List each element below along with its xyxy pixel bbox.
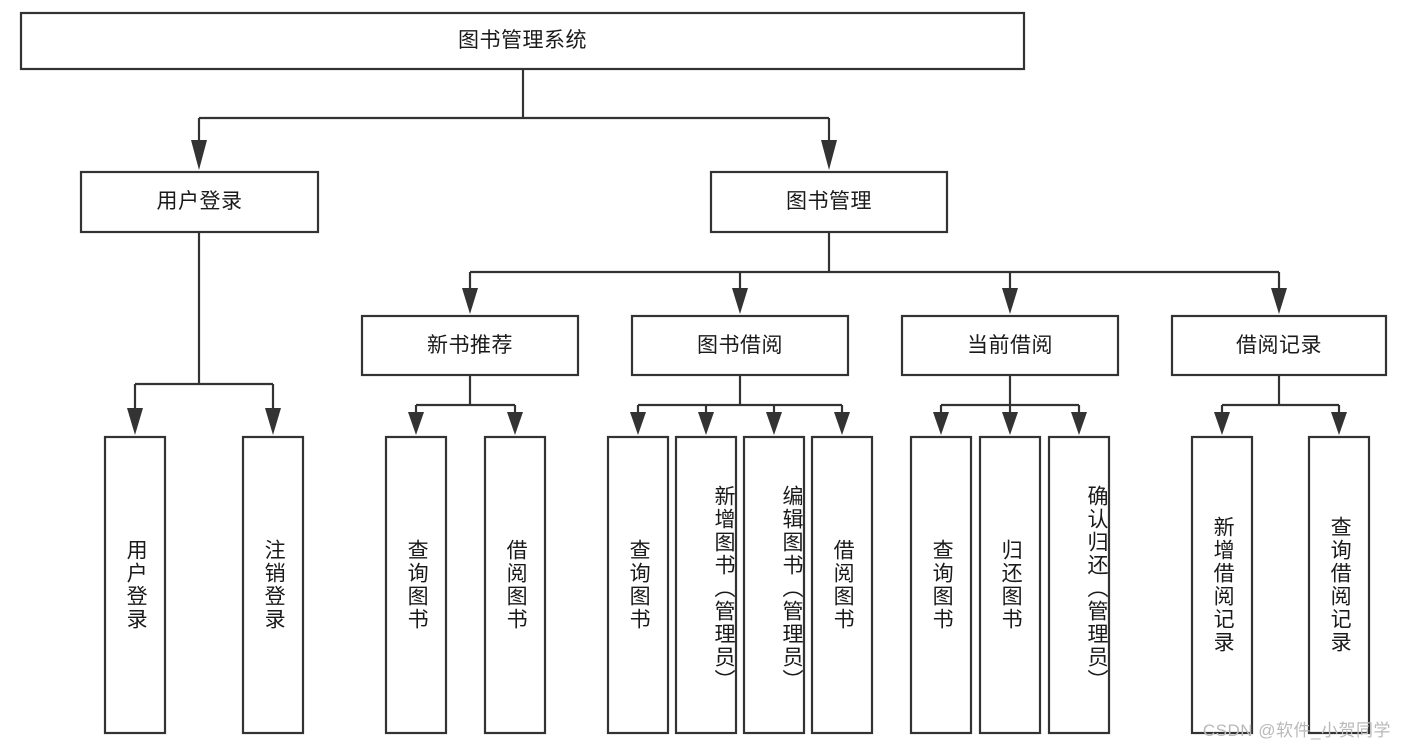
node-box-user-login[interactable] [79, 170, 320, 234]
node-box-leaf-new-book-2[interactable] [483, 435, 547, 735]
node-box-borrow-record[interactable] [1170, 314, 1388, 377]
arrow-head-leaf-user-login-1 [127, 408, 143, 435]
node-box-book-manage[interactable] [709, 170, 949, 234]
arrow-head-leaf-book-borrow-3 [766, 412, 782, 435]
node-box-leaf-user-login-2[interactable] [241, 435, 305, 735]
arrow-head-book-borrow [732, 288, 748, 314]
node-box-leaf-book-borrow-1[interactable] [606, 435, 670, 735]
node-box-leaf-book-borrow-2[interactable] [674, 435, 738, 735]
arrow-head-borrow-record [1271, 288, 1287, 314]
arrow-head-current-borrow [1002, 288, 1018, 314]
node-box-root[interactable] [19, 11, 1026, 71]
arrow-head-leaf-current-borrow-1 [933, 412, 949, 435]
node-box-leaf-current-borrow-3[interactable] [1047, 435, 1111, 735]
csdn-watermark: CSDN @软件_小贺同学 [1202, 721, 1391, 740]
node-box-book-borrow[interactable] [630, 314, 850, 377]
arrow-head-leaf-borrow-record-1 [1214, 412, 1230, 435]
node-box-current-borrow[interactable] [900, 314, 1120, 377]
arrow-head-new-book-recommend [462, 288, 478, 314]
arrow-head-leaf-book-borrow-4 [834, 412, 850, 435]
arrow-head-book-manage [821, 140, 837, 170]
node-box-leaf-current-borrow-1[interactable] [909, 435, 973, 735]
node-box-leaf-borrow-record-1[interactable] [1190, 435, 1254, 735]
node-box-new-book-recommend[interactable] [360, 314, 580, 377]
node-box-leaf-user-login-1[interactable] [103, 435, 167, 735]
node-box-leaf-book-borrow-3[interactable] [742, 435, 806, 735]
arrow-head-leaf-new-book-2 [507, 412, 523, 435]
node-box-leaf-current-borrow-2[interactable] [978, 435, 1042, 735]
arrow-head-leaf-book-borrow-1 [630, 412, 646, 435]
node-box-leaf-borrow-record-2[interactable] [1307, 435, 1371, 735]
node-box-leaf-book-borrow-4[interactable] [810, 435, 874, 735]
node-box-leaf-new-book-1[interactable] [384, 435, 448, 735]
arrow-head-leaf-user-login-2 [265, 408, 281, 435]
arrow-head-leaf-current-borrow-2 [1002, 412, 1018, 435]
arrow-head-user-login [191, 140, 207, 170]
arrow-head-leaf-current-borrow-3 [1071, 412, 1087, 435]
arrow-head-leaf-borrow-record-2 [1331, 412, 1347, 435]
arrow-head-leaf-book-borrow-2 [698, 412, 714, 435]
arrow-head-leaf-new-book-1 [408, 412, 424, 435]
